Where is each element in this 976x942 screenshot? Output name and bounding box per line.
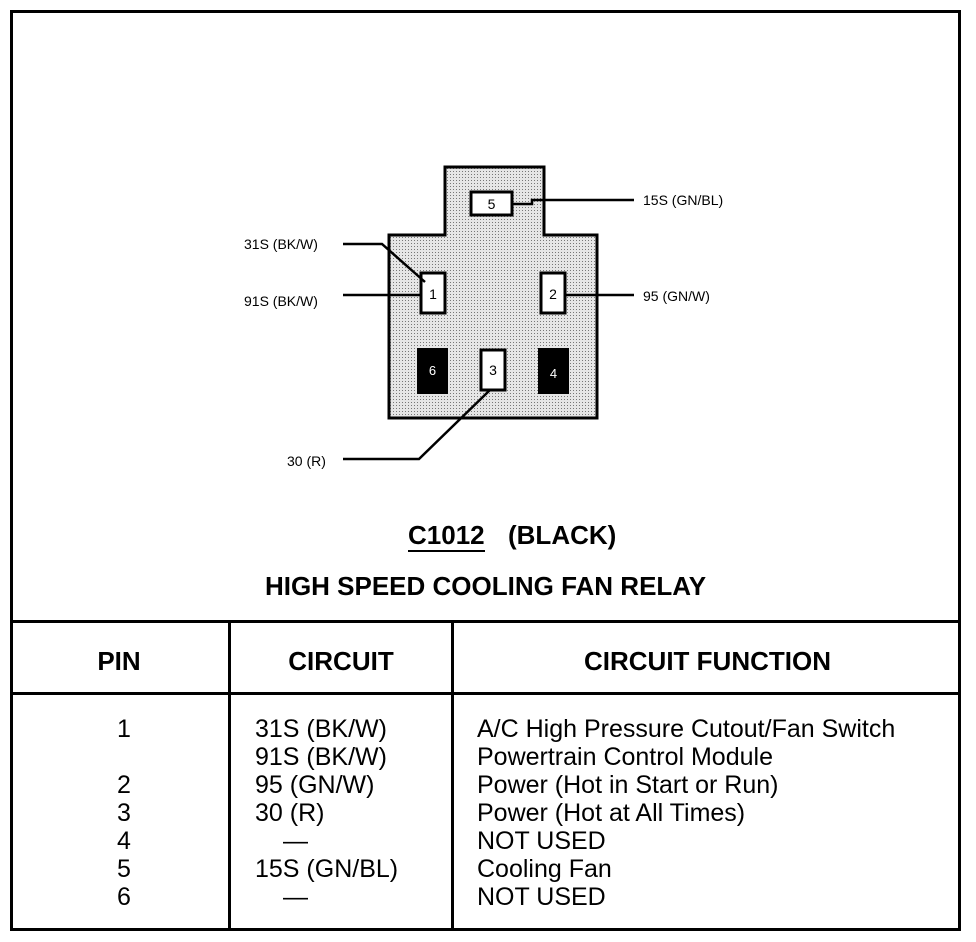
header-function: CIRCUIT FUNCTION bbox=[584, 646, 831, 676]
row-pin: 4 bbox=[117, 827, 131, 855]
row-pin: 2 bbox=[117, 771, 131, 799]
wire-label-91s: 91S (BK/W) bbox=[244, 293, 318, 309]
row-function: Powertrain Control Module bbox=[477, 743, 773, 771]
table-column-divider-1 bbox=[228, 622, 231, 931]
table-top-border bbox=[10, 620, 961, 623]
pin-1 bbox=[419, 271, 447, 315]
row-circuit: 30 (R) bbox=[255, 799, 325, 827]
row-function: A/C High Pressure Cutout/Fan Switch bbox=[477, 715, 896, 743]
pin-4-label: 4 bbox=[550, 366, 557, 381]
pin-2-label: 2 bbox=[549, 286, 557, 302]
table-column-divider-2 bbox=[451, 622, 454, 931]
row-pin: 5 bbox=[117, 855, 131, 883]
pin-2 bbox=[539, 271, 567, 315]
pin-4 bbox=[538, 348, 569, 394]
pin-5-label: 5 bbox=[488, 196, 496, 212]
pin-3 bbox=[479, 348, 507, 392]
wire-label-15s: 15S (GN/BL) bbox=[643, 192, 723, 208]
row-function: Power (Hot at All Times) bbox=[477, 799, 746, 827]
row-function: NOT USED bbox=[477, 827, 606, 855]
wire-31s bbox=[343, 242, 426, 283]
row-circuit: 15S (GN/BL) bbox=[255, 855, 399, 883]
row-circuit: 95 (GN/W) bbox=[255, 771, 375, 799]
row-pin: 3 bbox=[117, 799, 131, 827]
row-function: Power (Hot in Start or Run) bbox=[477, 771, 779, 799]
wire-label-31s: 31S (BK/W) bbox=[244, 236, 318, 252]
pin-3-label: 3 bbox=[489, 362, 497, 378]
wire-30 bbox=[343, 389, 491, 461]
header-circuit: CIRCUIT bbox=[288, 646, 394, 676]
row-function: Cooling Fan bbox=[477, 855, 612, 883]
diagram-frame bbox=[10, 10, 961, 931]
wire-label-95: 95 (GN/W) bbox=[643, 288, 710, 304]
pin-6-label: 6 bbox=[429, 363, 436, 378]
row-pin: 6 bbox=[117, 883, 131, 911]
connector-id: C1012 bbox=[408, 520, 485, 552]
row-function: NOT USED bbox=[477, 883, 606, 911]
wire-15s bbox=[512, 198, 634, 206]
relay-title: HIGH SPEED COOLING FAN RELAY bbox=[264, 571, 707, 601]
pin-1-label: 1 bbox=[429, 286, 437, 302]
row-circuit: — bbox=[283, 827, 308, 855]
wire-label-30: 30 (R) bbox=[287, 453, 326, 469]
row-circuit: 31S (BK/W) bbox=[255, 715, 387, 743]
row-circuit: — bbox=[283, 883, 308, 911]
row-pin: 1 bbox=[117, 715, 131, 743]
header-pin: PIN bbox=[97, 646, 141, 676]
row-circuit: 91S (BK/W) bbox=[255, 743, 387, 771]
connector-color: (BLACK) bbox=[508, 520, 617, 550]
table-header-divider bbox=[10, 692, 961, 695]
pin-6 bbox=[417, 348, 448, 394]
